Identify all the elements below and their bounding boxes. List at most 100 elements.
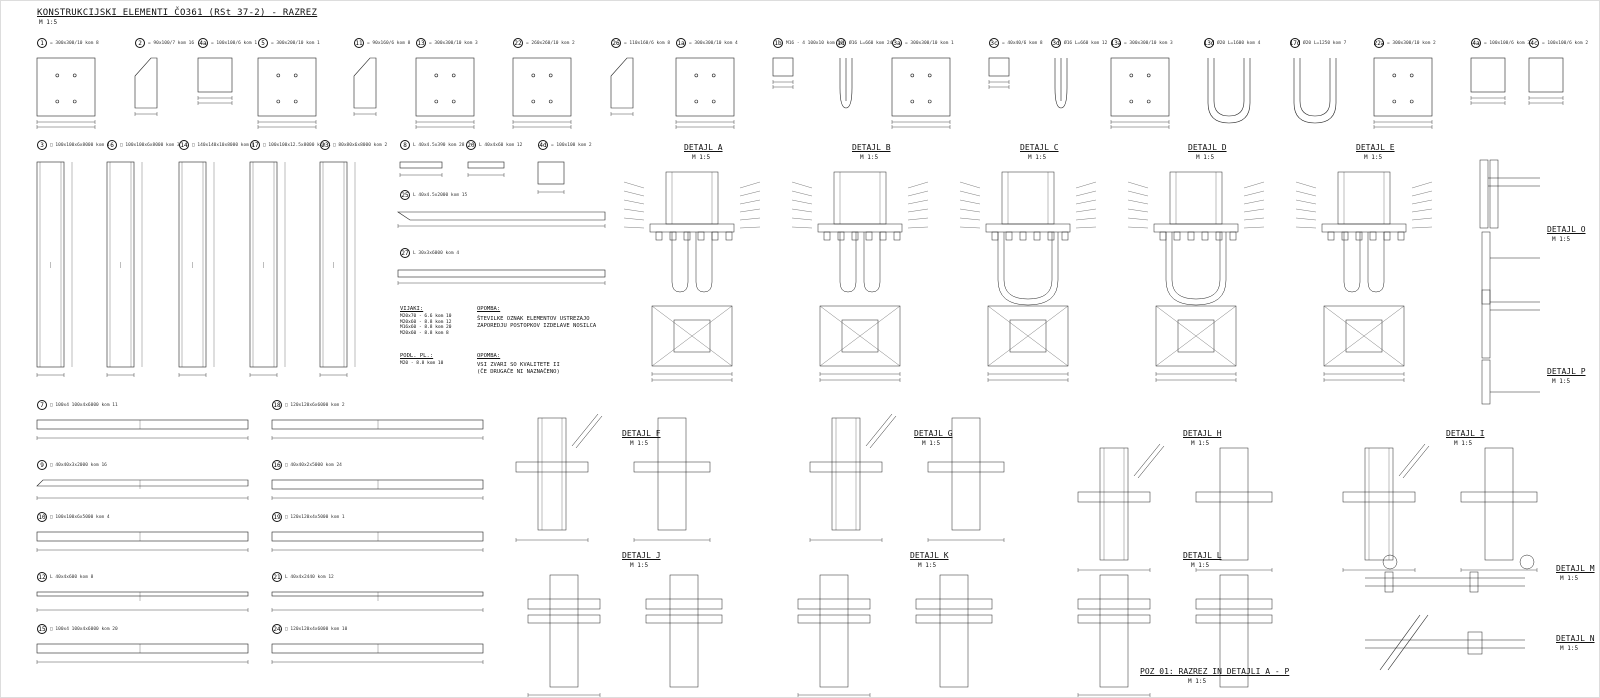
position-spec: = 100x100 kom 2 bbox=[551, 142, 592, 148]
plate-17d-drawing bbox=[1293, 58, 1337, 124]
position-number: 26 bbox=[611, 38, 621, 48]
member-17-drawing bbox=[249, 161, 286, 377]
position-spec: = 300x300/10 kom 1 bbox=[905, 40, 954, 46]
notes-opomba1-text: ŠTEVILKE OZNAK ELEMENTOV USTREZAJO ZAPOR… bbox=[477, 316, 597, 329]
position-spec: L 40x4x600 kom 8 bbox=[50, 574, 94, 580]
position-number: 18 bbox=[272, 400, 282, 410]
position-spec: □ 80x80x6x8000 kom 2 bbox=[333, 142, 388, 148]
position-spec: = 90x100/7 kom 16 bbox=[148, 40, 195, 46]
profile-tag-9: 9□ 40x40x3x2000 kom 16 bbox=[37, 460, 107, 470]
plate-tag-4a: 4a= 100x100/6 kom 3 bbox=[1471, 38, 1530, 48]
plate-13a-drawing bbox=[1110, 57, 1170, 129]
plate-11-drawing bbox=[353, 57, 377, 116]
position-spec: □ 120x120x6x6000 kom 2 bbox=[285, 402, 345, 408]
position-number: 1a bbox=[676, 38, 686, 48]
plate-4c-drawing bbox=[1528, 57, 1564, 105]
position-spec: □ 100x100x6x8000 kom 3 bbox=[120, 142, 180, 148]
plate-4a-drawing bbox=[1470, 57, 1506, 105]
position-spec: □ 40x40x2x5000 kom 24 bbox=[285, 462, 342, 468]
detail-i-drawing bbox=[1342, 443, 1538, 572]
position-spec: L 40x4x2440 kom 12 bbox=[285, 574, 334, 580]
member-25-drawing bbox=[397, 211, 606, 228]
member-3-drawing bbox=[36, 161, 73, 377]
profile-10-drawing bbox=[36, 531, 249, 552]
plate-tag-1a: 1a= 300x300/10 kom 4 bbox=[676, 38, 738, 48]
detail-p-drawing bbox=[1481, 289, 1540, 405]
profile-21-drawing bbox=[271, 591, 484, 612]
position-number: 14 bbox=[179, 140, 189, 150]
profile-18-drawing bbox=[271, 419, 484, 440]
detail-j-title: DETAJL J bbox=[622, 551, 661, 560]
position-spec: = 300x300/10 kom 2 bbox=[1387, 40, 1436, 46]
position-number: 7 bbox=[37, 400, 47, 410]
notes-opomba1-title: OPOMBA: bbox=[477, 306, 501, 312]
position-number: 24 bbox=[272, 624, 282, 634]
position-number: 27 bbox=[400, 248, 410, 258]
member-6-drawing bbox=[106, 161, 143, 377]
detail-m-drawing bbox=[1365, 554, 1535, 593]
position-spec: = 100x100/6 kom 3 bbox=[1484, 40, 1531, 46]
profile-16-drawing bbox=[271, 479, 484, 500]
notes-podl-title: PODL. PL.: bbox=[400, 353, 434, 359]
detail-o-drawing bbox=[1479, 159, 1540, 305]
profile-7-drawing bbox=[36, 419, 249, 440]
position-number: 13d bbox=[1203, 38, 1215, 48]
detail-o-scale: M 1:5 bbox=[1552, 236, 1571, 243]
position-spec: = 90x160/6 kom 8 bbox=[367, 40, 411, 46]
plate-26-drawing bbox=[610, 57, 634, 116]
sheet-title: KONSTRUKCIJSKI ELEMENTI ČO361 (RSt 37-2)… bbox=[37, 8, 318, 18]
detail-f-scale: M 1:5 bbox=[630, 440, 649, 447]
position-spec: M16 - 4 100x10 kom 16 bbox=[786, 40, 843, 46]
position-spec: Ø16 L=660 kom 12 bbox=[1064, 40, 1108, 46]
plate-tag-22a: 22a= 300x300/10 kom 2 bbox=[1374, 38, 1436, 48]
plate-13d-drawing bbox=[1207, 58, 1251, 124]
plate-tag-2: 2= 90x100/7 kom 16 bbox=[135, 38, 194, 48]
position-spec: = 300x200/10 kom 1 bbox=[271, 40, 320, 46]
position-number: 4c bbox=[1529, 38, 1539, 48]
position-spec: L 40x4.5x2000 kom 15 bbox=[413, 192, 468, 198]
profile-tag-24: 24□ 120x120x4x6000 kom 10 bbox=[272, 624, 347, 634]
position-spec: □ 140x140x10x8000 kom 4 bbox=[192, 142, 255, 148]
detail-n-scale: M 1:5 bbox=[1560, 645, 1579, 652]
profile-19-drawing bbox=[271, 531, 484, 552]
position-number: 6 bbox=[107, 140, 117, 150]
profile-15-drawing bbox=[36, 643, 249, 664]
section-scale: M 1:5 bbox=[1188, 678, 1207, 685]
position-number: 4a bbox=[1471, 38, 1481, 48]
position-spec: □ 100x100x12.5x8000 kom 1 bbox=[263, 142, 331, 148]
profile-tag-15: 15□ 100x4 100x4x6000 kom 20 bbox=[37, 624, 118, 634]
plate-tag-22: 22= 260x260/10 kom 2 bbox=[513, 38, 575, 48]
position-number: 23 bbox=[320, 140, 330, 150]
detail-m-title: DETAJL M bbox=[1556, 564, 1595, 573]
position-spec: □ 120x120x4x5000 kom 1 bbox=[285, 514, 345, 520]
detail-j-scale: M 1:5 bbox=[630, 562, 649, 569]
position-number: 15 bbox=[37, 624, 47, 634]
notes-vijaki-title: VIJAKI: bbox=[400, 306, 424, 312]
position-number: 3a bbox=[892, 38, 902, 48]
plate-tag-3c: 3c= 40x40/6 kom 8 bbox=[989, 38, 1043, 48]
detail-b-scale: M 1:5 bbox=[860, 154, 879, 161]
position-number: 17 bbox=[250, 140, 260, 150]
position-number: 8 bbox=[400, 140, 410, 150]
sheet-scale: M 1:5 bbox=[39, 19, 58, 26]
detail-j-drawing bbox=[527, 574, 723, 697]
member-4d-drawing bbox=[537, 161, 565, 194]
plate-tag-13: 13= 300x300/10 kom 3 bbox=[416, 38, 478, 48]
profile-24-drawing bbox=[271, 643, 484, 664]
plate-tag-3a: 3a= 300x300/10 kom 1 bbox=[892, 38, 954, 48]
profile-tag-19: 19□ 120x120x4x5000 kom 1 bbox=[272, 512, 345, 522]
position-number: 4a bbox=[198, 38, 208, 48]
detail-m-scale: M 1:5 bbox=[1560, 575, 1579, 582]
position-spec: □ 100x4 100x4x6000 kom 11 bbox=[50, 402, 118, 408]
position-spec: □ 100x4 100x4x6000 kom 20 bbox=[50, 626, 118, 632]
member-tag-6: 6□ 100x100x6x8000 kom 3 bbox=[107, 140, 180, 150]
profile-tag-16: 16□ 40x40x2x5000 kom 24 bbox=[272, 460, 342, 470]
